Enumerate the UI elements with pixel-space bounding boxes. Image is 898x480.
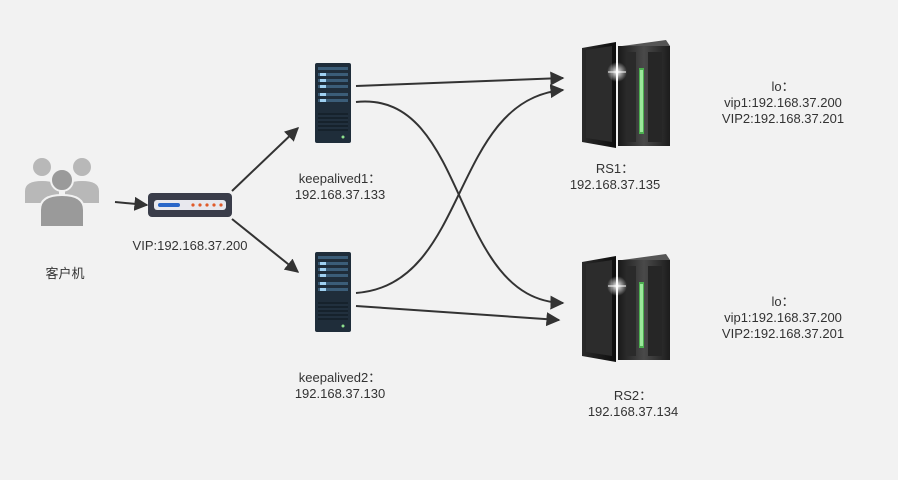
keepalived1-ip: 192.168.37.133 (294, 187, 386, 202)
router-label: VIP:192.168.37.200 (110, 238, 270, 254)
rs1-lo-vip2: VIP2:192.168.37.201 (721, 111, 845, 126)
arrow-keepalived2-to-rs1 (355, 84, 565, 294)
arrow-client-to-router (114, 196, 149, 211)
arrow-keepalived2-to-rs2 (355, 305, 561, 327)
client-label: 客户机 (40, 266, 90, 282)
rs1-name: RS1： (595, 161, 635, 176)
arrow-router-to-keepalived2 (231, 218, 300, 273)
keepalived1-name: keepalived1： (298, 171, 382, 186)
keepalived1-server-icon (315, 63, 351, 143)
rs1-lo-title: lo： (771, 79, 795, 94)
rs2-lo-vip2: VIP2:192.168.37.201 (721, 326, 845, 341)
rs2-label: RS2： 192.168.37.134 (578, 388, 688, 420)
keepalived2-ip: 192.168.37.130 (294, 386, 386, 401)
rs1-label: RS1： 192.168.37.135 (560, 161, 670, 193)
arrow-keepalived1-to-rs1 (355, 71, 565, 87)
rs1-ip: 192.168.37.135 (569, 177, 661, 192)
rs2-lo-label: lo： vip1:192.168.37.200 VIP2:192.168.37.… (708, 294, 858, 342)
keepalived2-label: keepalived2： 192.168.37.130 (270, 370, 410, 402)
arrows (114, 71, 565, 327)
router-icon (148, 193, 232, 217)
rs2-ip: 192.168.37.134 (587, 404, 679, 419)
arrow-router-to-keepalived1 (231, 127, 300, 192)
keepalived2-server-icon (315, 252, 351, 332)
arrow-keepalived1-to-rs2 (355, 100, 565, 310)
keepalived2-name: keepalived2： (298, 370, 382, 385)
keepalived1-label: keepalived1： 192.168.37.133 (270, 171, 410, 203)
rs1-server-icon (582, 40, 670, 148)
rs2-lo-vip1: vip1:192.168.37.200 (724, 310, 842, 325)
rs1-lo-vip1: vip1:192.168.37.200 (724, 95, 842, 110)
users-icon (25, 158, 99, 228)
rs1-lo-label: lo： vip1:192.168.37.200 VIP2:192.168.37.… (708, 79, 858, 127)
router-vip-text: VIP:192.168.37.200 (132, 238, 248, 253)
rs2-name: RS2： (613, 388, 653, 403)
client-label-text: 客户机 (45, 266, 85, 281)
rs2-server-icon (582, 254, 670, 362)
rs2-lo-title: lo： (771, 294, 795, 309)
